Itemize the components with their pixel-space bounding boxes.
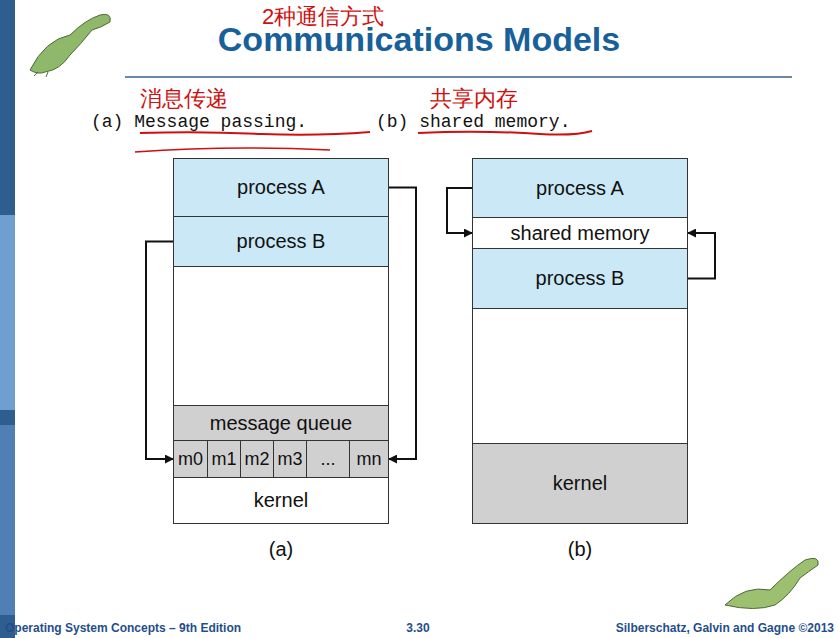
- footer-text: Silberschatz, Galvin and Gagne ©2013: [616, 621, 834, 635]
- title-wrap: Communications Models: [0, 20, 838, 59]
- message-arrow: [447, 188, 472, 233]
- memory-region-box: ...: [306, 440, 350, 478]
- box-label: m2: [244, 449, 269, 470]
- memory-region-box: process B: [472, 248, 688, 309]
- label-wrap: (b): [568, 538, 592, 561]
- box-label: kernel: [254, 489, 308, 512]
- memory-column: [174, 159, 389, 524]
- box-label: message queue: [210, 412, 352, 435]
- dinosaur-icon: [725, 558, 818, 608]
- box-label: ...: [320, 449, 335, 470]
- memory-region-box: m3: [273, 440, 307, 478]
- sidebar-segment: [0, 215, 15, 410]
- subtitle-text: (a) Message passing.: [91, 112, 307, 132]
- label-wrap: (a): [269, 538, 293, 561]
- label-wrap: Operating System Concepts – 9th Edition: [5, 621, 241, 635]
- label-wrap: 消息传递: [140, 84, 228, 114]
- sidebar-strip: [0, 0, 15, 638]
- sidebar-segment: [0, 425, 15, 615]
- memory-region-box: m2: [240, 440, 274, 478]
- hand-underline: [135, 148, 330, 152]
- subtitle-text: (b) shared memory.: [376, 112, 570, 132]
- memory-region-box: kernel: [173, 477, 389, 524]
- box-label: m3: [277, 449, 302, 470]
- memory-region-box: message queue: [173, 405, 389, 441]
- memory-region-box: process A: [173, 158, 389, 217]
- footer-text: Operating System Concepts – 9th Edition: [5, 621, 241, 635]
- memory-region-box: process A: [472, 158, 688, 218]
- memory-region-box: m1: [207, 440, 241, 478]
- memory-region-box: kernel: [472, 443, 688, 524]
- box-label: process A: [536, 177, 624, 200]
- memory-region-box: m0: [173, 440, 208, 478]
- memory-region-box: process B: [173, 216, 389, 267]
- label-wrap: (a) Message passing.: [91, 112, 307, 132]
- box-label: m0: [178, 449, 203, 470]
- label-wrap: (b) shared memory.: [376, 112, 570, 132]
- memory-column: [473, 159, 688, 524]
- box-label: process A: [237, 176, 325, 199]
- message-arrow: [688, 233, 715, 279]
- message-arrow: [389, 188, 416, 460]
- page-number: 3.30: [406, 621, 429, 635]
- handwritten-note: 共享内存: [430, 86, 518, 111]
- hand-underline: [140, 132, 370, 135]
- label-wrap: 共享内存: [430, 84, 518, 114]
- box-label: process B: [536, 267, 625, 290]
- box-label: shared memory: [511, 222, 650, 245]
- box-label: m1: [211, 449, 236, 470]
- message-arrow: [146, 242, 173, 460]
- handwritten-note: 2种通信方式: [262, 4, 384, 29]
- handwritten-note: 消息传递: [140, 86, 228, 111]
- dinosaur-icon: [30, 14, 110, 77]
- panel-label: (a): [269, 538, 293, 560]
- memory-region-box: shared memory: [472, 217, 688, 249]
- label-wrap: Silberschatz, Galvin and Gagne ©2013: [616, 621, 834, 635]
- label-wrap: 2种通信方式: [262, 2, 384, 32]
- label-wrap: 3.30: [406, 621, 429, 635]
- title-rule: [125, 76, 792, 78]
- box-label: kernel: [553, 472, 607, 495]
- box-label: mn: [356, 449, 381, 470]
- panel-label: (b): [568, 538, 592, 560]
- memory-region-box: mn: [349, 440, 389, 478]
- box-label: process B: [237, 230, 326, 253]
